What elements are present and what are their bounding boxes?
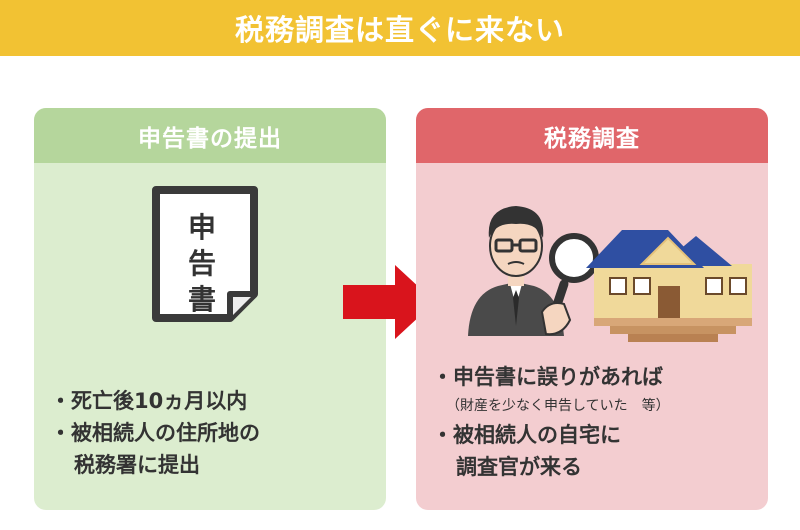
filing-bullets: ・死亡後10ヵ月以内 ・被相続人の住所地の 税務署に提出 [50,385,260,481]
bullet-tax-office: ・被相続人の住所地の [50,421,260,445]
bullet-tax-office-cont: 税務署に提出 [74,453,200,477]
bullet-home-visit-cont: 調査官が来る [456,455,582,479]
arrow-right-icon [343,265,435,343]
house-icon [586,230,752,342]
document-char: 告 [187,247,216,280]
audit-illustration [446,186,756,346]
bullet-error-note: （財産を少なく申告していた 等） [446,398,670,414]
tax-audit-panel-heading: 税務調査 [416,108,768,163]
magnifier-icon [540,233,599,336]
filing-panel: 申告書の提出 申 告 書 ・死亡後10ヵ月以内 ・被相続人の住所地の 税務署に提… [34,108,386,510]
bullet-home-visit: ・被相続人の自宅に [432,423,621,447]
document-char: 申 [187,211,216,244]
page-title: 税務調査は直ぐに来ない [234,13,565,47]
tax-audit-panel: 税務調査 [416,108,768,510]
filing-panel-heading: 申告書の提出 [34,108,386,163]
document-char: 書 [187,283,216,316]
document-icon: 申 告 書 [150,184,268,330]
bullet-deadline: ・死亡後10ヵ月以内 [50,389,248,413]
audit-bullets: ・申告書に誤りがあれば （財産を少なく申告していた 等） ・被相続人の自宅に 調… [432,361,670,483]
bullet-error: ・申告書に誤りがあれば [432,365,663,389]
title-banner: 税務調査は直ぐに来ない [0,0,800,56]
inspector-icon [468,206,564,336]
